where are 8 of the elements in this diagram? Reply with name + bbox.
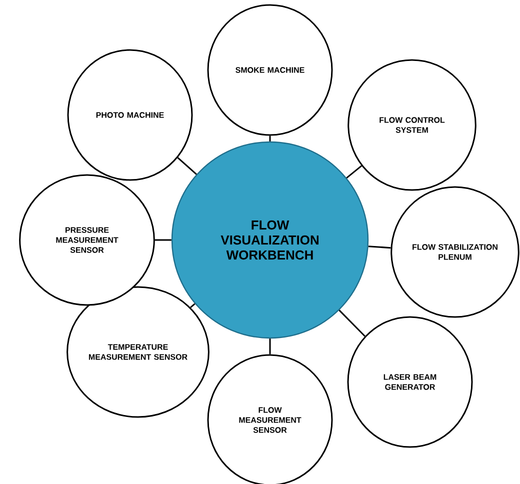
connector-line <box>190 303 196 308</box>
connector-line <box>269 338 271 354</box>
connector-line <box>346 165 362 179</box>
connector-line <box>177 157 197 175</box>
connector-line <box>368 246 391 249</box>
connector-line <box>269 136 271 142</box>
connector-line <box>154 239 172 241</box>
connector-line <box>338 310 366 337</box>
